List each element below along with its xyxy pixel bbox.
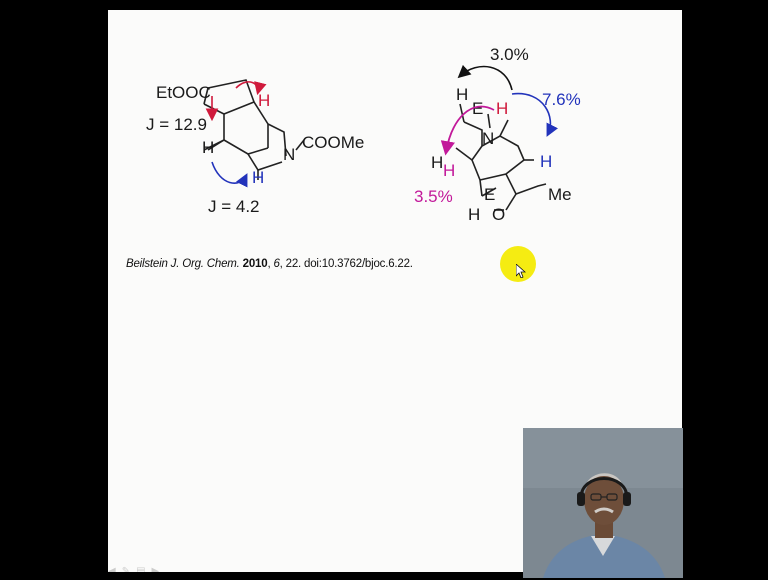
- h-blue-label: H: [252, 168, 264, 187]
- e-top-label: E: [472, 99, 483, 118]
- h-bottom-label: H: [468, 205, 480, 224]
- h-left-black-label: H: [431, 153, 443, 172]
- coupling-arrow-blue: [211, 161, 248, 188]
- coupling-arrow-red: [235, 81, 267, 96]
- presenter-video: [523, 428, 683, 578]
- n-label-right: N: [482, 129, 494, 148]
- bond: [207, 79, 255, 103]
- n-label: N: [283, 145, 295, 164]
- right-molecule: [455, 103, 547, 211]
- citation: Beilstein J. Org. Chem. 2010, 6, 22. doi…: [126, 258, 413, 270]
- noe-left-label: 3.5%: [414, 187, 453, 206]
- pen-icon[interactable]: ✎: [121, 566, 131, 572]
- h-blue-label-right: H: [540, 152, 552, 171]
- citation-pages: 22.: [285, 258, 302, 270]
- webcam-overlay: [523, 428, 683, 578]
- next-icon[interactable]: ▶: [151, 566, 160, 572]
- noe-arrow-left: [440, 105, 495, 156]
- h-axial-label: H: [202, 138, 214, 157]
- h-red-label: H: [258, 91, 270, 110]
- slide-canvas: EtOOC J = 12.9 H H H N COOMe J = 4.2: [108, 10, 682, 572]
- menu-icon[interactable]: ▤: [136, 566, 146, 572]
- laser-pointer-highlight: [500, 246, 536, 282]
- noe-arrow-top: [457, 64, 513, 91]
- noe-top-label: 3.0%: [490, 45, 529, 64]
- e-bottom-label: E: [484, 185, 495, 204]
- citation-year: 2010: [242, 258, 268, 270]
- slideshow-toolbar[interactable]: ◀ ✎ ▤ ▶: [108, 566, 159, 572]
- citation-journal: Beilstein J. Org. Chem.: [126, 258, 240, 270]
- h-top-label: H: [456, 85, 468, 104]
- h-left-mag-label: H: [443, 161, 455, 180]
- o-label: O: [492, 205, 505, 224]
- mouse-cursor-icon: [516, 264, 526, 278]
- noe-arrow-right: [511, 92, 559, 137]
- citation-volume: 6: [273, 258, 280, 270]
- n-substituent-label: COOMe: [302, 133, 364, 152]
- noe-right-label: 7.6%: [542, 90, 581, 109]
- j-small-label: J = 4.2: [208, 197, 260, 216]
- h-red-label-right: H: [496, 99, 508, 118]
- chemistry-structures: EtOOC J = 12.9 H H H N COOMe J = 4.2: [146, 45, 581, 224]
- me-label: Me: [548, 185, 572, 204]
- j-large-label: J = 12.9: [146, 115, 207, 134]
- citation-doi: doi:10.3762/bjoc.6.22.: [304, 258, 413, 270]
- substituent-label: EtOOC: [156, 83, 211, 102]
- left-molecule: [203, 79, 305, 180]
- previous-icon[interactable]: ◀: [108, 566, 116, 572]
